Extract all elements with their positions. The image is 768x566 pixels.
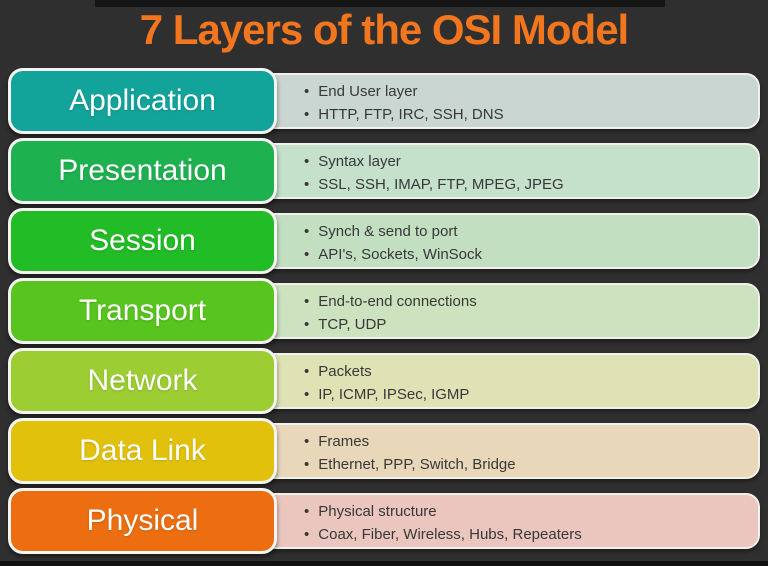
layer-name: Network xyxy=(87,364,198,397)
detail-line: • API's, Sockets, WinSock xyxy=(304,243,748,266)
detail-line: • End User layer xyxy=(304,80,748,103)
bullet-icon: • xyxy=(304,316,310,333)
bullet-icon: • xyxy=(304,223,310,240)
detail-line: • Coax, Fiber, Wireless, Hubs, Repeaters xyxy=(304,523,748,546)
detail-line: • TCP, UDP xyxy=(304,313,748,336)
session-details-panel: • Synch & send to port • API's, Sockets,… xyxy=(262,213,760,269)
bullet-icon: • xyxy=(304,503,310,520)
layer-button-data-link: Data Link xyxy=(8,418,277,484)
transport-details-panel: • End-to-end connections • TCP, UDP xyxy=(262,283,760,339)
network-details-panel: • Packets • IP, ICMP, IPSec, IGMP xyxy=(262,353,760,409)
data-link-details-panel: • Frames • Ethernet, PPP, Switch, Bridge xyxy=(262,423,760,479)
detail-line: • End-to-end connections xyxy=(304,290,748,313)
detail-text: Frames xyxy=(318,433,370,450)
detail-line: • IP, ICMP, IPSec, IGMP xyxy=(304,383,748,406)
layer-button-application: Application xyxy=(8,68,277,134)
layer-button-network: Network xyxy=(8,348,277,414)
detail-line: • Frames xyxy=(304,430,748,453)
layer-button-presentation: Presentation xyxy=(8,138,277,204)
layer-name: Application xyxy=(69,84,216,117)
bottom-black-bar xyxy=(0,561,768,566)
detail-text: API's, Sockets, WinSock xyxy=(318,246,483,263)
layer-name: Data Link xyxy=(79,434,206,467)
layer-row-application: • End User layer • HTTP, FTP, IRC, SSH, … xyxy=(0,68,768,134)
detail-text: Ethernet, PPP, Switch, Bridge xyxy=(318,456,516,473)
layer-row-transport: • End-to-end connections • TCP, UDP Tran… xyxy=(0,278,768,344)
detail-line: • SSL, SSH, IMAP, FTP, MPEG, JPEG xyxy=(304,173,748,196)
detail-text: Syntax layer xyxy=(318,153,401,170)
detail-text: End-to-end connections xyxy=(318,293,477,310)
presentation-details-panel: • Syntax layer • SSL, SSH, IMAP, FTP, MP… xyxy=(262,143,760,199)
detail-text: IP, ICMP, IPSec, IGMP xyxy=(318,386,470,403)
detail-text: Packets xyxy=(318,363,372,380)
detail-text: End User layer xyxy=(318,83,418,100)
layer-name: Transport xyxy=(78,294,207,327)
page-title: 7 Layers of the OSI Model xyxy=(139,6,629,53)
detail-text: Coax, Fiber, Wireless, Hubs, Repeaters xyxy=(318,526,582,543)
bullet-icon: • xyxy=(304,106,310,123)
bullet-icon: • xyxy=(304,153,310,170)
detail-text: HTTP, FTP, IRC, SSH, DNS xyxy=(318,106,504,123)
detail-line: • Ethernet, PPP, Switch, Bridge xyxy=(304,453,748,476)
layer-button-physical: Physical xyxy=(8,488,277,554)
bullet-icon: • xyxy=(304,83,310,100)
layer-name: Presentation xyxy=(58,154,227,187)
detail-line: • HTTP, FTP, IRC, SSH, DNS xyxy=(304,103,748,126)
bullet-icon: • xyxy=(304,246,310,263)
detail-line: • Synch & send to port xyxy=(304,220,748,243)
bullet-icon: • xyxy=(304,386,310,403)
bullet-icon: • xyxy=(304,433,310,450)
detail-line: • Packets xyxy=(304,360,748,383)
layer-row-physical: • Physical structure • Coax, Fiber, Wire… xyxy=(0,488,768,554)
application-details-panel: • End User layer • HTTP, FTP, IRC, SSH, … xyxy=(262,73,760,129)
bullet-icon: • xyxy=(304,176,310,193)
detail-text: TCP, UDP xyxy=(318,316,387,333)
layer-row-presentation: • Syntax layer • SSL, SSH, IMAP, FTP, MP… xyxy=(0,138,768,204)
detail-line: • Syntax layer xyxy=(304,150,748,173)
bullet-icon: • xyxy=(304,526,310,543)
physical-details-panel: • Physical structure • Coax, Fiber, Wire… xyxy=(262,493,760,549)
layer-name: Physical xyxy=(86,504,199,537)
bullet-icon: • xyxy=(304,456,310,473)
top-black-bar xyxy=(95,0,665,7)
layer-button-session: Session xyxy=(8,208,277,274)
detail-text: SSL, SSH, IMAP, FTP, MPEG, JPEG xyxy=(318,176,564,193)
bullet-icon: • xyxy=(304,363,310,380)
detail-text: Physical structure xyxy=(318,503,437,520)
detail-text: Synch & send to port xyxy=(318,223,458,240)
layer-row-data-link: • Frames • Ethernet, PPP, Switch, Bridge… xyxy=(0,418,768,484)
layer-row-session: • Synch & send to port • API's, Sockets,… xyxy=(0,208,768,274)
layer-name: Session xyxy=(89,224,196,257)
detail-line: • Physical structure xyxy=(304,500,748,523)
layer-row-network: • Packets • IP, ICMP, IPSec, IGMP Networ… xyxy=(0,348,768,414)
bullet-icon: • xyxy=(304,293,310,310)
layer-button-transport: Transport xyxy=(8,278,277,344)
layer-rows: • End User layer • HTTP, FTP, IRC, SSH, … xyxy=(0,68,768,558)
